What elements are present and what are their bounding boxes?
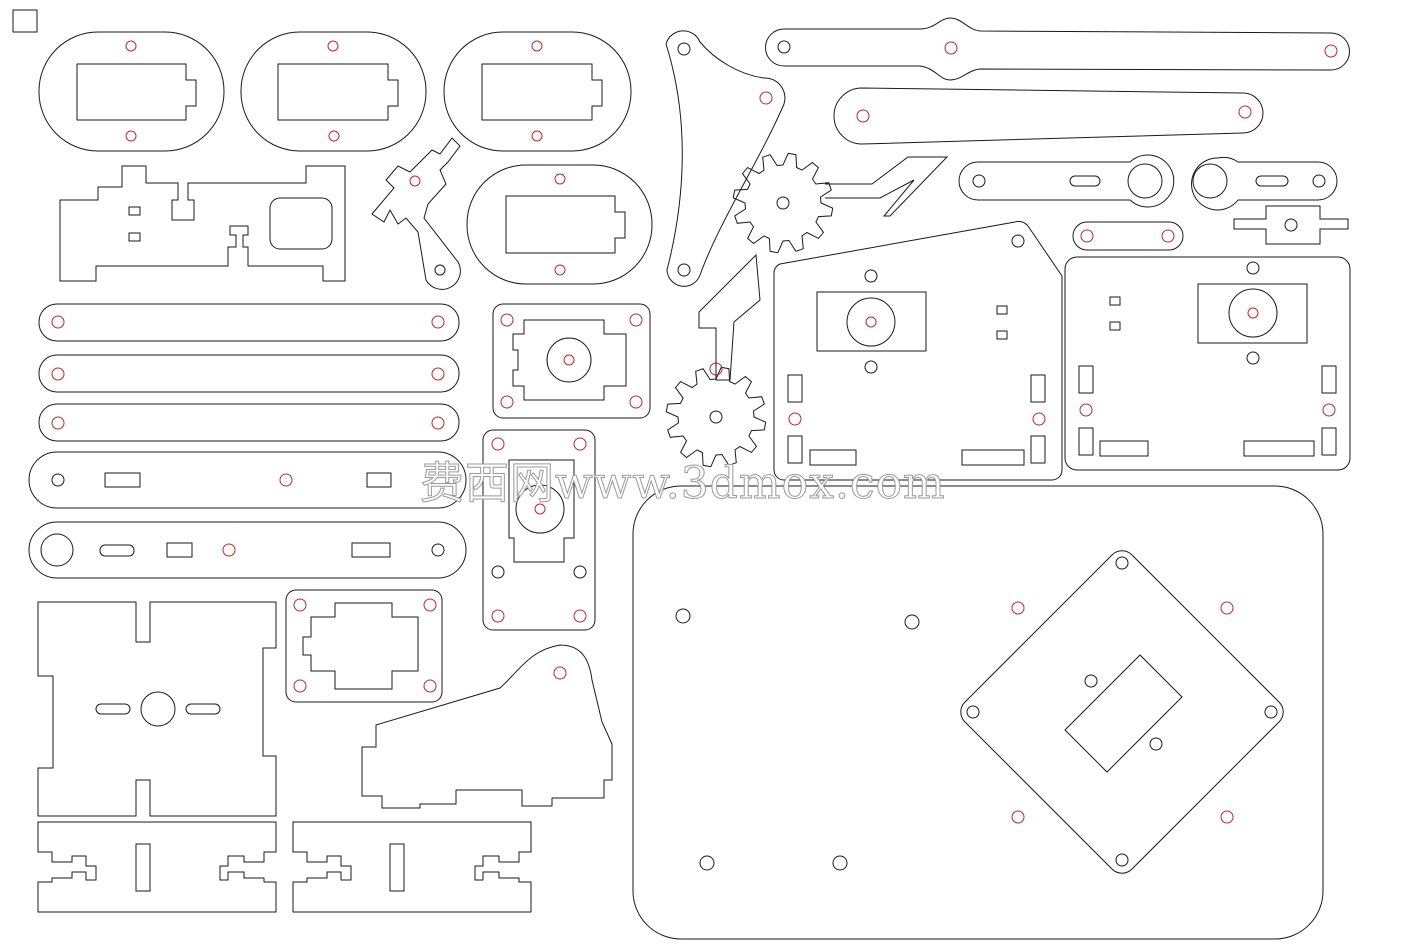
oval-servo-plate xyxy=(240,31,427,152)
small-lever xyxy=(371,137,461,290)
oval-servo-plate xyxy=(466,164,653,285)
watermark-text: 费西网www.3dmox.com xyxy=(420,458,946,510)
cross-tab-piece xyxy=(1233,205,1349,245)
claw-jaw-plate xyxy=(361,644,613,809)
tab-plate xyxy=(292,821,532,913)
servo-side-plate xyxy=(773,221,1063,481)
servo-bracket-plate xyxy=(482,429,596,631)
base-front-plate xyxy=(37,601,277,817)
base-side-plate xyxy=(59,165,346,282)
servo-bracket-plate xyxy=(285,589,443,703)
servo-horn-link xyxy=(958,154,1175,208)
servo-bracket-plate xyxy=(492,303,651,419)
short-link xyxy=(1072,221,1184,251)
rounded-link xyxy=(38,303,460,342)
servo-horn-link xyxy=(1191,156,1338,211)
curved-arm xyxy=(665,30,786,287)
long-link-bone xyxy=(765,17,1350,81)
slotted-link xyxy=(28,521,467,579)
main-base-plate xyxy=(632,485,1324,940)
gear-with-arm xyxy=(665,253,767,468)
long-link xyxy=(833,87,1264,145)
tab-plate xyxy=(37,821,277,913)
rounded-link xyxy=(38,403,460,442)
slotted-link xyxy=(28,451,467,509)
rounded-link xyxy=(38,354,460,393)
gear-with-rack xyxy=(732,152,949,254)
servo-side-plate xyxy=(1064,256,1351,471)
oval-servo-plate xyxy=(38,31,225,152)
registration-square xyxy=(12,9,38,33)
oval-servo-plate xyxy=(443,31,632,152)
